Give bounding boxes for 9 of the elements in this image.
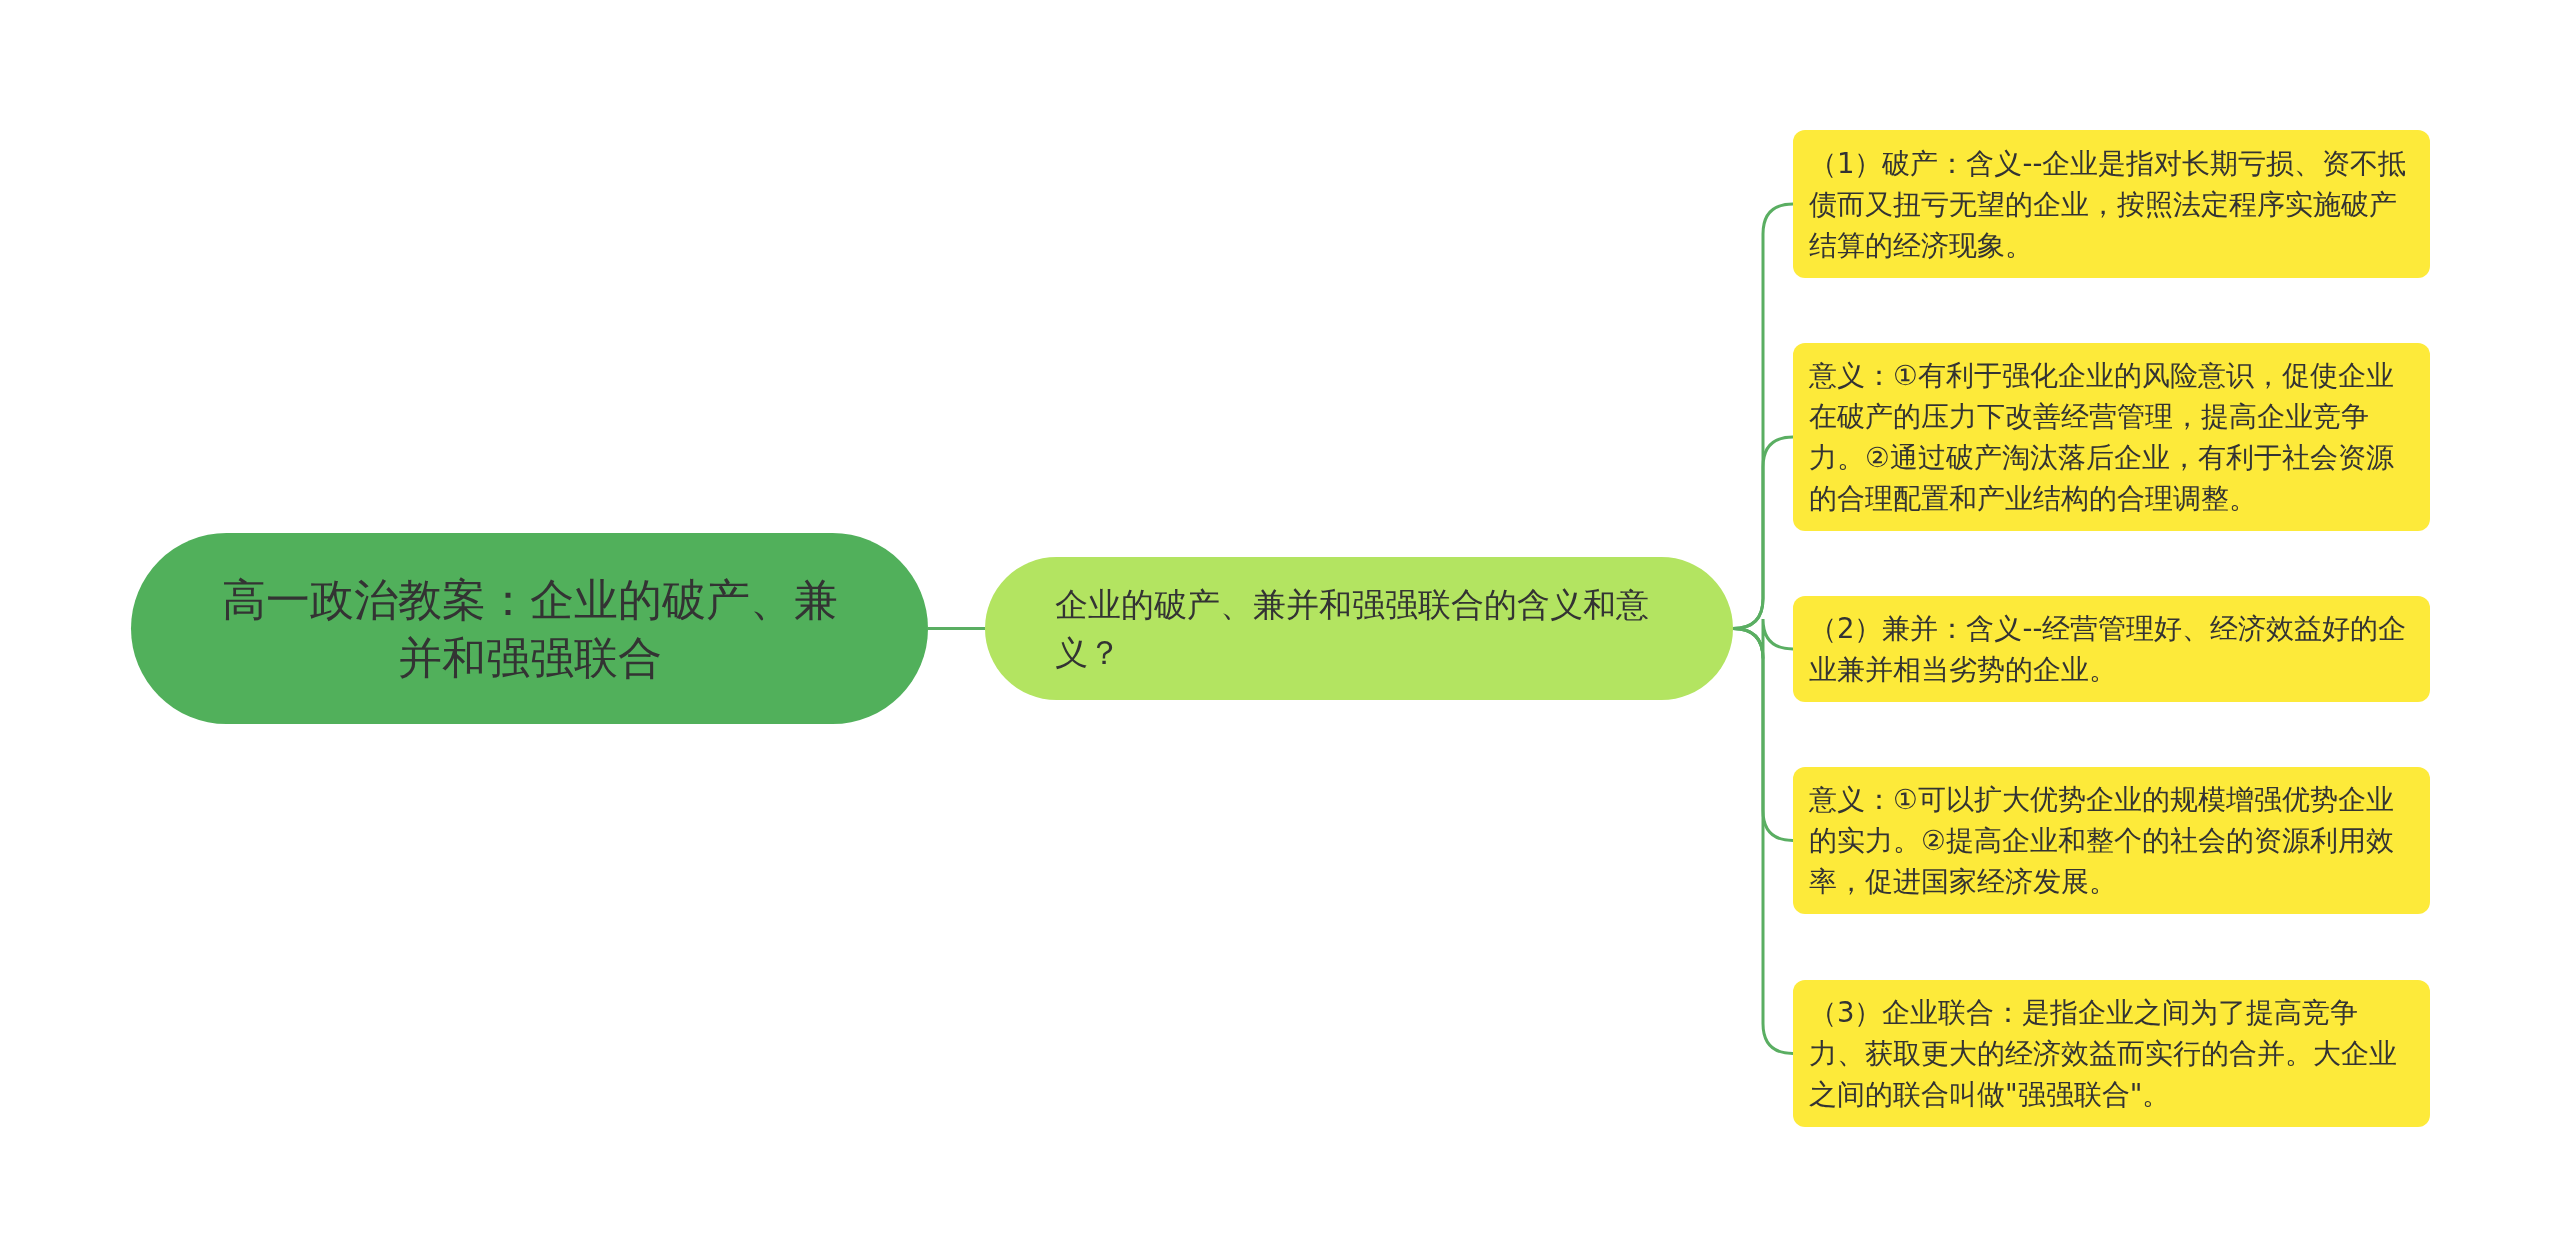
note-box: （2）兼并：含义--经营管理好、经济效益好的企业兼并相当劣势的企业。 bbox=[1793, 596, 2430, 702]
connector-line bbox=[1731, 627, 1794, 1055]
subtopic-pill: 企业的破产、兼并和强强联合的含义和意义？ bbox=[985, 557, 1733, 700]
note-box: 意义：①有利于强化企业的风险意识，促使企业在破产的压力下改善经营管理，提高企业竞争力。②通过破产淘汰落后企业，有利于社会资源的合理配置和产业结构的合理调整。 bbox=[1793, 343, 2430, 531]
note-box: （1）破产：含义--企业是指对长期亏损、资不抵债而又扭亏无望的企业，按照法定程序实施破产结算的经济现象。 bbox=[1793, 130, 2430, 278]
topic-pill: 高一政治教案：企业的破产、兼并和强强联合 bbox=[131, 533, 928, 724]
connector-line bbox=[928, 627, 985, 630]
note-box: （3）企业联合：是指企业之间为了提高竞争力、获取更大的经济效益而实行的合并。大企业之间的联合叫做"强强联合"。 bbox=[1793, 980, 2430, 1127]
note-box: 意义：①可以扩大优势企业的规模增强优势企业的实力。②提高企业和整个的社会的资源利用效率，促进国家经济发展。 bbox=[1793, 767, 2430, 914]
